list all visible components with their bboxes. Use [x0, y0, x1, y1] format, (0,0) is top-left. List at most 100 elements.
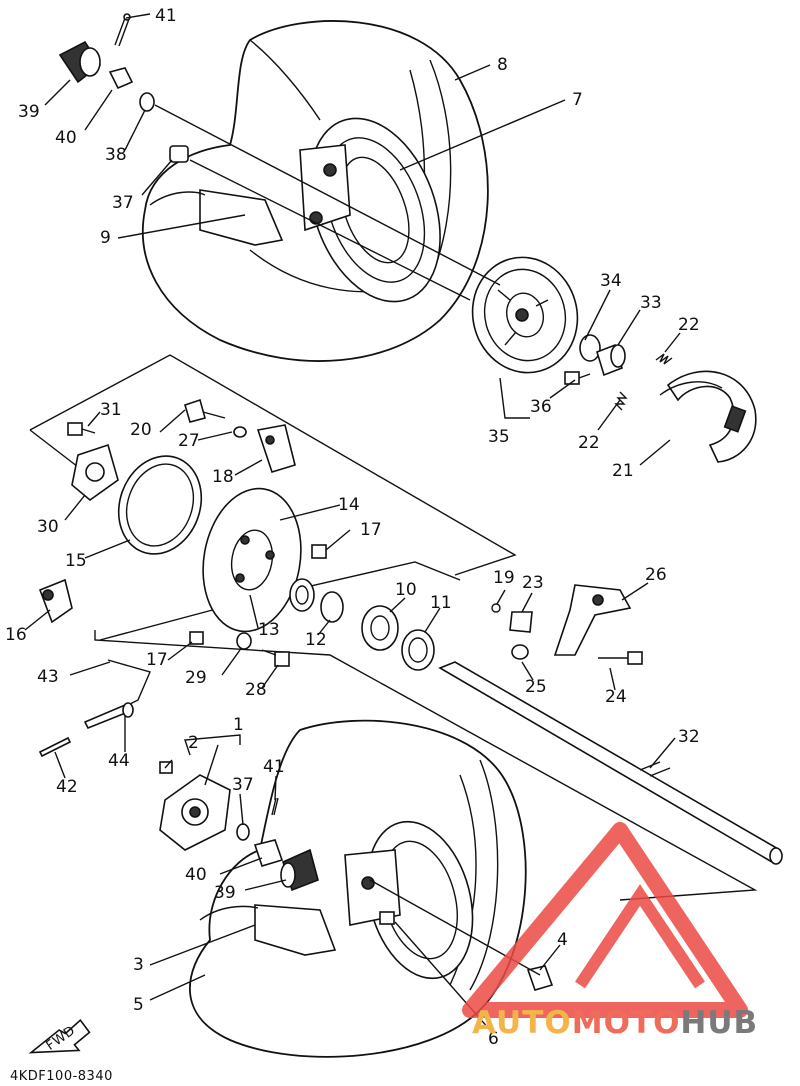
washer-37 — [236, 823, 250, 841]
watermark-logo-icon — [462, 822, 748, 1018]
axle-32 — [438, 661, 783, 865]
callout-c27: 27 — [178, 431, 200, 451]
cotter-pin-lower — [271, 797, 279, 816]
callout-c39a: 39 — [18, 102, 40, 122]
forward-arrow: FWD — [28, 1018, 91, 1054]
brake-shoe — [659, 370, 757, 463]
callout-c28: 28 — [245, 680, 267, 700]
hub-disc-14 — [202, 487, 302, 633]
bolt-20 — [184, 398, 226, 423]
callout-c6: 6 — [488, 1029, 499, 1049]
callout-c43: 43 — [37, 667, 59, 687]
seal-15 — [117, 455, 203, 555]
callout-c13: 13 — [258, 620, 280, 640]
pin-43 — [107, 659, 151, 706]
callout-c23: 23 — [522, 573, 544, 593]
callout-c17a: 17 — [360, 520, 382, 540]
callout-c38: 38 — [105, 145, 127, 165]
nut-upper — [108, 67, 134, 90]
plate-23 — [509, 611, 533, 633]
callout-c37b: 37 — [232, 775, 254, 795]
bolt-31 — [67, 422, 96, 436]
callout-c20: 20 — [130, 420, 152, 440]
callout-c11: 11 — [430, 593, 452, 613]
callout-c9: 9 — [100, 228, 111, 248]
stud-37-upper — [169, 145, 189, 163]
callout-c41b: 41 — [263, 757, 285, 777]
callout-c1: 1 — [233, 715, 244, 735]
callout-c40a: 40 — [55, 128, 77, 148]
callout-c3: 3 — [133, 955, 144, 975]
callout-c16: 16 — [5, 625, 27, 645]
callout-c5: 5 — [133, 995, 144, 1015]
callout-c17b: 17 — [146, 650, 168, 670]
stud-6 — [379, 911, 395, 925]
callout-c4: 4 — [557, 930, 568, 950]
brake-drum — [471, 256, 579, 374]
bracket-16 — [38, 578, 73, 624]
seal-11 — [401, 629, 435, 671]
bolt-28 — [261, 649, 290, 667]
mount-18 — [256, 424, 296, 473]
callout-c26: 26 — [645, 565, 667, 585]
washer-upper — [139, 92, 155, 112]
bracket-26 — [553, 584, 632, 656]
callout-c10: 10 — [395, 580, 417, 600]
watermark-moto: MOTO — [572, 1005, 681, 1041]
callout-c8: 8 — [497, 55, 508, 75]
leader-lines — [24, 13, 681, 1031]
clip-19 — [491, 603, 501, 613]
pin-44 — [83, 702, 134, 730]
callout-c42: 42 — [56, 777, 78, 797]
callout-labels: 4187394038379343322362235213120271814173… — [5, 6, 700, 1049]
callout-c14: 14 — [338, 495, 360, 515]
callout-c22b: 22 — [578, 433, 600, 453]
bolt-24 — [598, 651, 643, 665]
seal-parts — [579, 334, 626, 377]
watermark-auto: AUTO — [472, 1005, 572, 1041]
pin-42 — [38, 736, 72, 758]
hub-1 — [159, 774, 231, 851]
washer-27 — [233, 426, 247, 438]
callout-c40b: 40 — [185, 865, 207, 885]
bolt-17a — [311, 544, 327, 559]
watermark-text: AUTOMOTOHUB — [472, 1005, 758, 1041]
axle-cap-upper — [58, 40, 102, 84]
callout-c36: 36 — [530, 397, 552, 417]
callout-c19: 19 — [493, 568, 515, 588]
callout-c12: 12 — [305, 630, 327, 650]
watermark-hub: HUB — [680, 1005, 758, 1041]
upper-tire — [141, 20, 489, 362]
bolt-17b — [189, 631, 204, 645]
callout-c31: 31 — [100, 400, 122, 420]
callout-c21: 21 — [612, 461, 634, 481]
bearing-13 — [289, 578, 315, 612]
callout-c30: 30 — [37, 517, 59, 537]
callout-c41a: 41 — [155, 6, 177, 26]
callout-c25: 25 — [525, 677, 547, 697]
collar-12 — [320, 591, 344, 623]
cotter-pin-upper — [114, 13, 131, 47]
callout-c34: 34 — [600, 271, 622, 291]
lower-rim-half — [199, 904, 337, 956]
callout-c37a: 37 — [112, 193, 134, 213]
callout-c29: 29 — [185, 668, 207, 688]
nut-25 — [511, 644, 529, 660]
callout-c22a: 22 — [678, 315, 700, 335]
callout-c18: 18 — [212, 467, 234, 487]
callout-c32: 32 — [678, 727, 700, 747]
plate-30 — [71, 443, 119, 502]
callout-c33: 33 — [640, 293, 662, 313]
callout-c24: 24 — [605, 687, 627, 707]
callout-c35: 35 — [488, 427, 510, 447]
collar-29 — [236, 632, 252, 650]
axle-cap-lower — [280, 848, 319, 892]
callout-c44: 44 — [108, 751, 130, 771]
bearing-10 — [361, 605, 399, 651]
callout-c15: 15 — [65, 551, 87, 571]
callout-c39b: 39 — [214, 883, 236, 903]
callout-c7: 7 — [572, 90, 583, 110]
callout-c2: 2 — [188, 733, 199, 753]
